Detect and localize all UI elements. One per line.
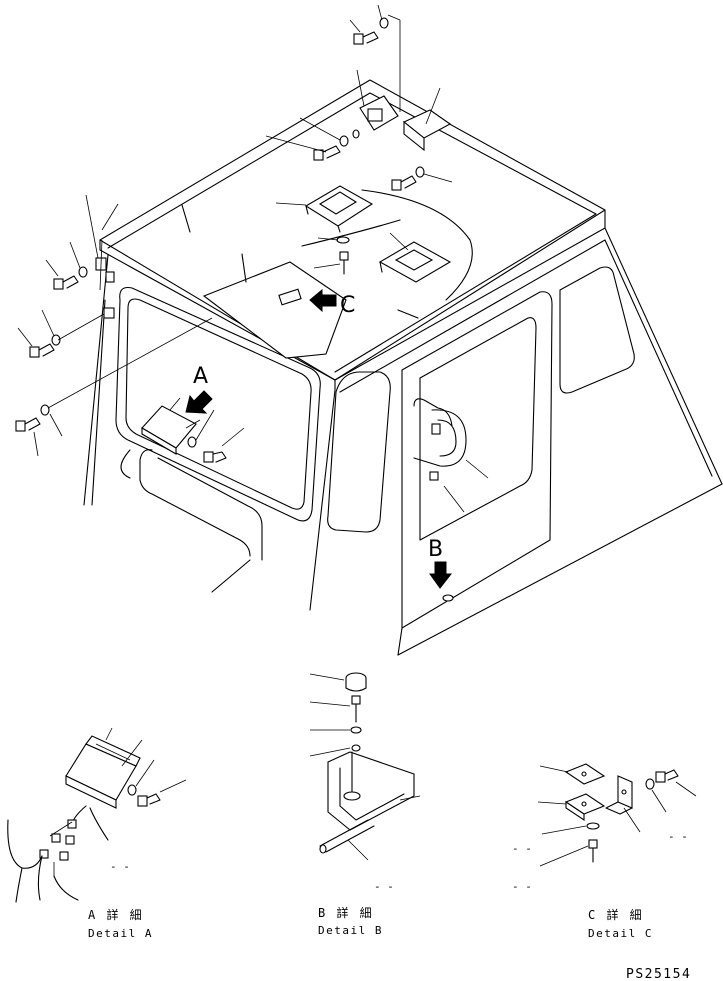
detail-a-title-jp: A 詳 細 [88,907,144,922]
drawing-code: PS25154 [626,967,691,981]
cab-side-door [327,227,723,656]
door-handle [413,398,489,513]
roof-speaker-left [275,185,374,233]
roof-relay-box [387,14,452,152]
bolt-set [15,4,453,463]
dash-mark: - - [110,860,130,873]
arrow-a [185,390,213,414]
callout-b-label: B [428,537,443,562]
cab-roof [99,79,606,381]
detail-a-title-en: Detail A [88,927,153,940]
arrow-c [309,288,337,313]
roof-connector-box [356,69,399,131]
detail-c-title-en: Detail C [588,927,653,940]
detail-c-drawing [537,763,697,867]
roof-speaker-right [378,232,452,283]
front-lower-rail [91,299,263,593]
dash-mark: - - [512,842,532,855]
dash-mark: - - [512,880,532,893]
detail-b-title-en: Detail B [318,924,383,937]
detail-c-title-jp: C 詳 細 [588,907,644,922]
drain-plug-hole [442,594,454,602]
detail-b-title-jp: B 詳 細 [318,905,374,920]
roof-access-panel [181,189,473,359]
arrow-b [429,561,453,589]
dash-mark: - - [668,830,688,843]
controller-unit-a [141,397,201,455]
callout-c-label: C [340,293,355,318]
callout-a-label: A [193,364,208,389]
dash-mark: - - [374,880,394,893]
detail-a-drawing [7,727,187,903]
detail-b-drawing [309,672,421,861]
